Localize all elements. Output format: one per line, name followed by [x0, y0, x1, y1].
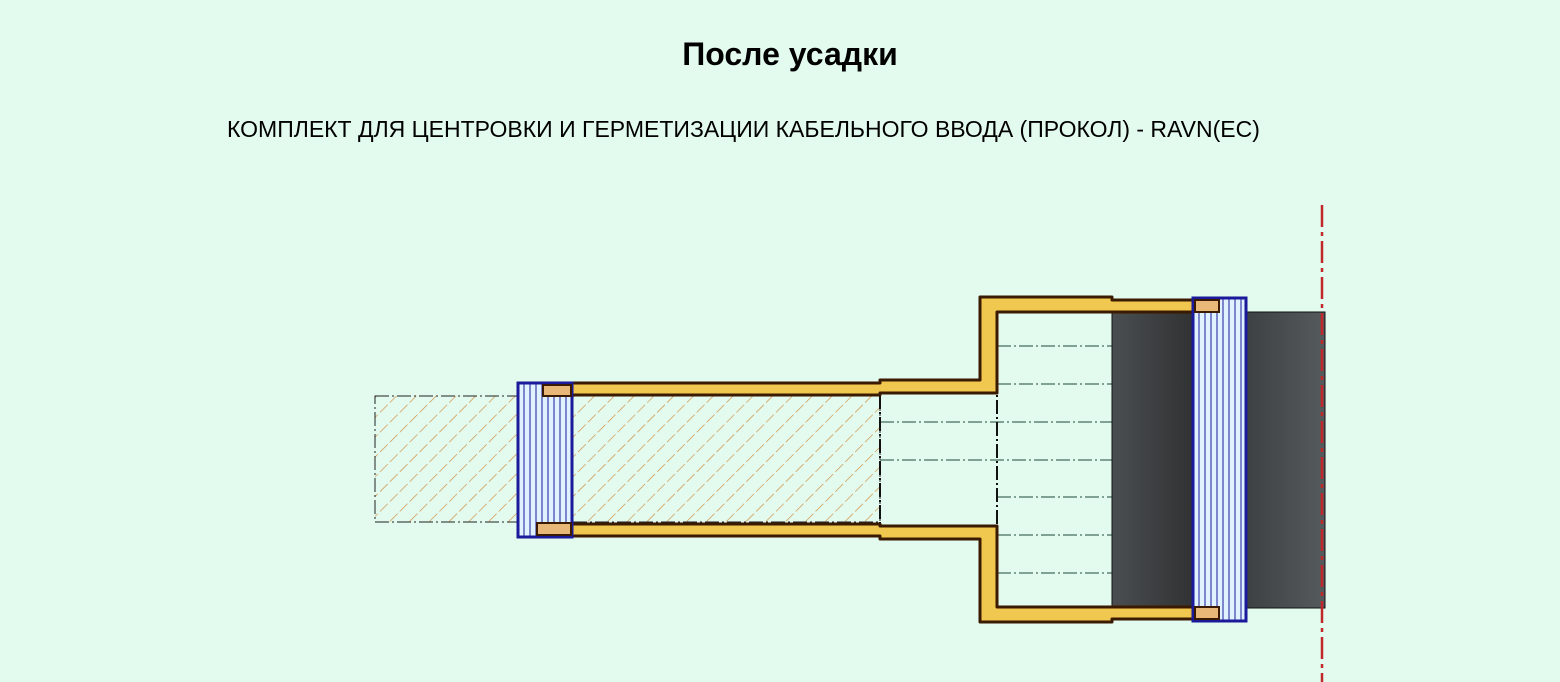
- page-title: После усадки: [682, 36, 898, 72]
- left-clamp: [516, 381, 574, 539]
- clamp-teeth-top: [542, 384, 572, 397]
- diagram-subtitle: КОМПЛЕКТ ДЛЯ ЦЕНТРОВКИ И ГЕРМЕТИЗАЦИИ КА…: [227, 116, 1260, 142]
- clamp-teeth-bottom: [536, 522, 572, 536]
- hatched-pipe-section: [374, 395, 881, 523]
- right-clamp: [1191, 296, 1248, 623]
